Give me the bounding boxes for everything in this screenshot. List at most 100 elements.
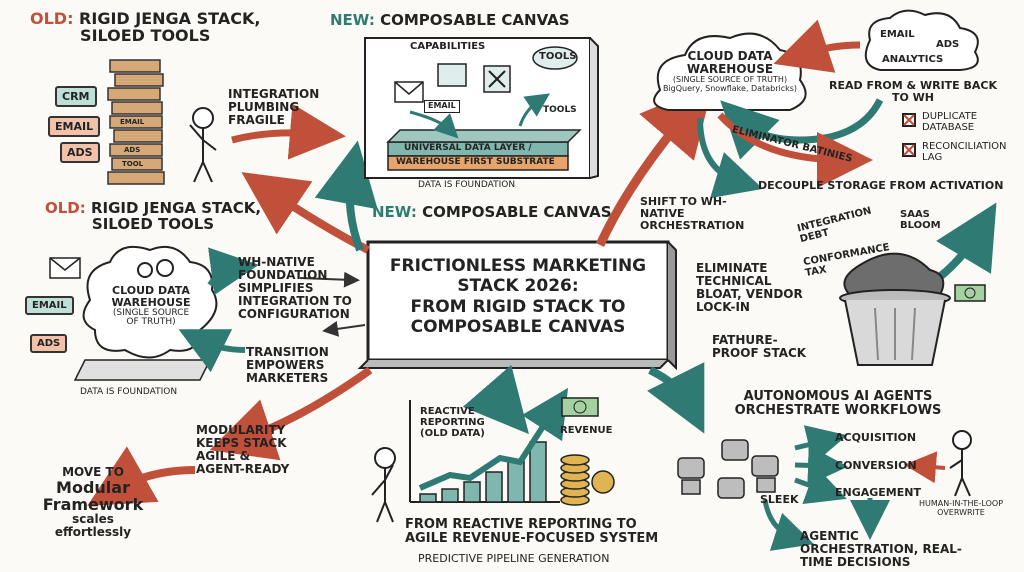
move-to-block: MOVE TO Modular Framework scales effortl… xyxy=(38,466,148,539)
arrow-human xyxy=(904,451,946,484)
move-line5: effortlessly xyxy=(54,525,132,540)
source-analytics: ANALYTICS xyxy=(882,54,944,65)
top-left-heading: OLD: RIGID JENGA STACK, SILOED TOOLS xyxy=(30,10,260,45)
source-email: EMAIL xyxy=(880,29,915,40)
human-label: HUMAN-IN-THE-LOOP OVERWRITE xyxy=(918,499,1004,517)
dollar-icon-right xyxy=(954,284,986,302)
arrow-left-transition xyxy=(178,329,246,373)
reactive-label: REACTIVE REPORTING (OLD DATA) xyxy=(420,406,485,439)
conversion-label: CONVERSION xyxy=(835,459,917,472)
canvas-foundation: DATA IS FOUNDATION xyxy=(418,180,516,190)
stick-figure-icon xyxy=(189,107,217,183)
acquisition-label: ACQUISITION xyxy=(835,431,917,444)
shift-label: SHIFT TO WH-NATIVE ORCHESTRATION xyxy=(640,195,745,232)
left-cloud-line1: CLOUD DATA xyxy=(112,284,190,297)
revenue-bar xyxy=(485,471,503,503)
eliminate-label: ELIMINATE TECHNICAL BLOAT, VENDOR LOCK-I… xyxy=(696,261,803,314)
wh-native-label: WH-NATIVE FOUNDATION SIMPLIFIES INTEGRAT… xyxy=(238,255,352,321)
coin-stack-icon xyxy=(560,454,615,506)
tag-email: EMAIL xyxy=(48,116,101,137)
revenue-chart xyxy=(409,387,569,503)
arrow-left-wh-native xyxy=(207,247,259,295)
revenue-bar xyxy=(529,441,547,503)
new-heading-text: COMPOSABLE CANVAS xyxy=(374,11,570,29)
layer-line1: UNIVERSAL DATA LAYER / xyxy=(404,143,532,153)
jenga-block-tool: TOOL xyxy=(122,160,144,168)
center-title-line4: COMPOSABLE CANVAS xyxy=(410,317,626,338)
jenga-block-ads: ADS xyxy=(124,146,141,154)
center-title: FRICTIONLESS MARKETING STACK 2026: FROM … xyxy=(372,256,664,338)
old-label-2: OLD: xyxy=(45,199,86,217)
tag-crm: CRM xyxy=(55,86,97,107)
plumbing-label: INTEGRATION PLUMBING FRAGILE xyxy=(228,87,320,127)
composable-canvas-board xyxy=(364,37,599,179)
arrow-engagement xyxy=(794,466,847,504)
arrow-plumbing xyxy=(231,103,346,160)
layer-line2: WAREHOUSE FIRST SUBSTRATE xyxy=(396,157,555,167)
move-line2: Modular xyxy=(56,477,130,497)
arrow-to-bottom-center xyxy=(462,364,529,435)
arrow-eliminator xyxy=(717,112,873,188)
heading-text: RIGID JENGA STACK, xyxy=(73,9,261,28)
read-write-label: READ FROM & WRITE BACK TO WH xyxy=(828,79,998,104)
right-cloud-line1: CLOUD DATA xyxy=(687,49,773,63)
arrow-center-left-in xyxy=(299,271,360,288)
new-label-2: NEW: xyxy=(372,203,417,221)
revenue-bar xyxy=(441,488,459,503)
predictive-label: PREDICTIVE PIPELINE GENERATION xyxy=(418,552,610,565)
left-cloud-line3: (SINGLE SOURCE xyxy=(112,307,190,318)
move-line3: Framework xyxy=(42,495,144,515)
transition-label: TRANSITION EMPOWERS MARKETERS xyxy=(246,345,329,385)
engagement-label: ENGAGEMENT xyxy=(835,486,921,499)
fathure-label: FATHURE-PROOF STACK xyxy=(712,333,807,360)
center-title-line2: STACK 2026: xyxy=(457,276,579,297)
saas-label: SAAS BLOOM xyxy=(900,209,941,231)
heading-line2-2: SILOED TOOLS xyxy=(91,215,215,234)
center-title-line1: FRICTIONLESS MARKETING xyxy=(389,256,647,276)
revenue-bar xyxy=(419,493,437,503)
stick-figure-human xyxy=(949,430,972,497)
stick-figure-thinking xyxy=(371,447,396,523)
envelope-icon-left xyxy=(49,257,81,279)
left-cloud-text: CLOUD DATA WAREHOUSE (SINGLE SOURCE OF T… xyxy=(96,285,206,328)
arrow-conversion xyxy=(794,445,848,486)
arrow-decouple xyxy=(697,117,763,199)
arrow-acquisition xyxy=(794,425,848,465)
move-line1: MOVE TO xyxy=(62,465,124,479)
arrow-to-bottom-left xyxy=(209,366,373,461)
x-mark-icon xyxy=(902,113,916,157)
email-label-canvas: EMAIL xyxy=(424,100,460,113)
source-ads: ADS xyxy=(936,39,960,50)
bottom-center-heading: FROM REACTIVE REPORTING TO AGILE REVENUE… xyxy=(405,517,659,547)
bottom-heading-line2: AGILE REVENUE-FOCUSED SYSTEM xyxy=(405,531,659,547)
revenue-bar xyxy=(507,459,525,503)
decouple-label: DECOUPLE STORAGE FROM ACTIVATION xyxy=(758,179,1004,192)
envelope-icon xyxy=(394,81,424,103)
arrow-writeback xyxy=(720,98,884,160)
tag-ads-left: ADS xyxy=(30,334,68,353)
tools-label-2: TOOLS xyxy=(543,105,577,115)
right-cloud-line4: BigQuery, Snowflake, Databricks) xyxy=(662,83,798,93)
arrow-far-left-bottom xyxy=(87,446,196,506)
right-cloud-text: CLOUD DATA WAREHOUSE (SINGLE SOURCE OF T… xyxy=(655,50,805,93)
new-heading-text-2: COMPOSABLE CANVAS xyxy=(416,203,612,221)
center-title-line3: FROM RIGID STACK TO xyxy=(410,296,626,317)
agentic-label: AGENTIC ORCHESTRATION, REAL-TIME DECISIO… xyxy=(800,529,962,569)
trash-bin-icon xyxy=(839,252,951,366)
gear-icon xyxy=(137,259,174,278)
top-center-heading: NEW: COMPOSABLE CANVAS xyxy=(330,12,570,28)
left-cloud-line4: OF TRUTH) xyxy=(126,317,176,328)
modularity-label: MODULARITY KEEPS STACK AGILE & AGENT-REA… xyxy=(196,423,290,476)
agents-heading: AUTONOMOUS AI AGENTS ORCHESTRATE WORKFLO… xyxy=(734,389,942,419)
arrow-to-top-right xyxy=(595,82,714,247)
move-line4: scales xyxy=(72,512,114,527)
old-label: OLD: xyxy=(30,9,74,28)
mid-left-heading: OLD: RIGID JENGA STACK, SILOED TOOLS xyxy=(45,200,261,232)
tools-label-1: TOOLS xyxy=(539,51,577,62)
robot-icon xyxy=(677,439,779,499)
reconciliation-label: RECONCILIATION LAG xyxy=(922,141,1007,163)
arrow-agentic xyxy=(762,499,815,551)
heading-text-2: RIGID JENGA STACK, xyxy=(85,199,262,217)
duplicate-label: DUPLICATE DATABASE xyxy=(922,111,978,133)
